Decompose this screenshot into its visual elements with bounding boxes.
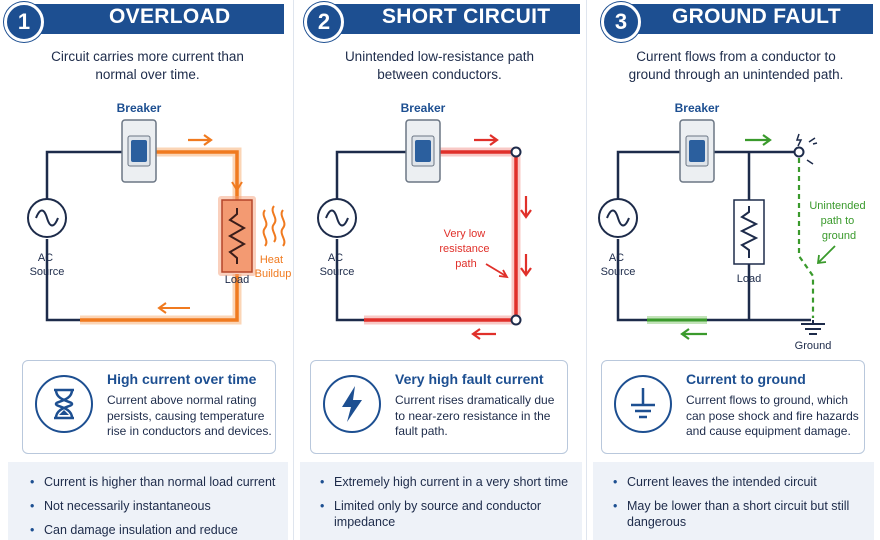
ac-source-icon <box>27 198 67 238</box>
list-item: Current is higher than normal load curre… <box>26 474 276 490</box>
current-arrow-icon <box>520 254 532 277</box>
bullet-list: Extremely high current in a very short t… <box>300 462 582 540</box>
info-card: Current to ground Current flows to groun… <box>601 360 865 454</box>
panel-header: 3 GROUND FAULT <box>601 2 877 42</box>
load-resistor-icon <box>733 199 765 265</box>
card-body: Current above normal rating persists, ca… <box>107 393 272 438</box>
current-arrow-icon <box>520 196 532 219</box>
ground-symbol-icon <box>801 320 825 335</box>
ground-label: Ground <box>795 340 832 352</box>
short-current-path <box>364 147 521 325</box>
load-label: Load <box>225 274 249 286</box>
ac-source-icon <box>598 198 638 238</box>
card-body: Current flows to ground, which can pose … <box>686 393 859 438</box>
current-arrow-icon <box>157 302 190 314</box>
panel-header: 2 SHORT CIRCUIT <box>304 2 582 42</box>
fault-path-dashed <box>797 158 815 318</box>
lightning-bolt-icon <box>323 375 381 433</box>
panel-divider <box>586 0 587 540</box>
panel-title: OVERLOAD <box>109 5 231 28</box>
breaker-icon <box>679 119 715 183</box>
spark-icon <box>795 133 818 165</box>
breaker-label: Breaker <box>675 101 720 115</box>
info-card: High current over time Current above nor… <box>22 360 276 454</box>
panel-header: 1 OVERLOAD <box>4 2 284 42</box>
ground-fault-diagram: Breaker AC Source Load Unintended path t… <box>598 101 868 352</box>
node-dot <box>510 314 522 326</box>
source-label: AC Source <box>601 252 636 278</box>
panel-title: SHORT CIRCUIT <box>382 5 551 28</box>
bullet-list: Current leaves the intended circuit May … <box>593 462 874 540</box>
panel-title: GROUND FAULT <box>672 5 841 28</box>
load-label: Load <box>737 273 761 285</box>
current-arrow-icon <box>745 134 772 146</box>
panel-ground-fault: 3 GROUND FAULT Current flows from a cond… <box>587 0 880 540</box>
panel-short-circuit: 2 SHORT CIRCUIT Unintended low-resistanc… <box>294 0 584 540</box>
bullet-list: Current is higher than normal load curre… <box>8 462 288 540</box>
panel-description: Current flows from a conductor to ground… <box>628 49 844 82</box>
list-item: Limited only by source and conductor imp… <box>316 498 570 530</box>
current-arrow-icon <box>188 134 213 146</box>
card-title: Current to ground <box>686 371 806 387</box>
panel-description: Unintended low-resistance path between c… <box>344 49 535 82</box>
card-title: High current over time <box>107 371 257 387</box>
step-number: 1 <box>4 2 44 42</box>
ac-source-icon <box>317 198 357 238</box>
short-circuit-diagram: Breaker AC Source Very low resistance pa… <box>317 101 532 340</box>
panel-description: Circuit carries more current than normal… <box>51 49 244 82</box>
panel-divider <box>293 0 294 540</box>
overload-current-path <box>80 147 242 325</box>
source-label: AC Source <box>30 252 65 278</box>
node-dot <box>510 146 522 158</box>
header-bar <box>625 4 873 34</box>
overload-circuit-diagram: Breaker AC Source Load Heat Buildup <box>27 101 292 325</box>
list-item: May be lower than a short circuit but st… <box>609 498 864 530</box>
list-item: Current leaves the intended circuit <box>609 474 864 490</box>
current-arrow-icon <box>680 328 707 340</box>
pointer-arrow-icon <box>485 263 509 279</box>
step-number: 3 <box>601 2 641 42</box>
ground-symbol-icon <box>614 375 672 433</box>
current-arrow-icon <box>474 134 499 146</box>
panel-overload: 1 OVERLOAD Circuit carries more current … <box>0 0 292 540</box>
node-dot <box>793 146 805 158</box>
list-item: Extremely high current in a very short t… <box>316 474 570 490</box>
breaker-icon <box>121 119 157 183</box>
unintended-path-label: Unintended path to ground <box>809 200 868 242</box>
header-bar <box>328 4 580 34</box>
heat-waves-icon <box>262 205 286 247</box>
breaker-label: Breaker <box>401 101 446 115</box>
header-bar <box>28 4 284 34</box>
hourglass-icon <box>35 375 93 433</box>
info-card: Very high fault current Current rises dr… <box>310 360 568 454</box>
current-arrow-icon <box>471 328 496 340</box>
pointer-arrow-icon <box>816 245 836 265</box>
hot-load-icon <box>218 196 256 276</box>
step-number: 2 <box>304 2 344 42</box>
heat-buildup-label: Heat Buildup <box>255 254 292 280</box>
breaker-icon <box>405 119 441 183</box>
source-label: AC Source <box>320 252 355 278</box>
low-resistance-label: Very low resistance path <box>439 228 492 270</box>
breaker-label: Breaker <box>117 101 162 115</box>
card-title: Very high fault current <box>395 371 544 387</box>
list-item: Not necessarily instantaneous <box>26 498 276 514</box>
current-arrow-icon <box>231 181 243 192</box>
list-item: Can damage insulation and reduce <box>26 522 276 538</box>
card-body: Current rises dramatically due to near-z… <box>395 393 555 438</box>
